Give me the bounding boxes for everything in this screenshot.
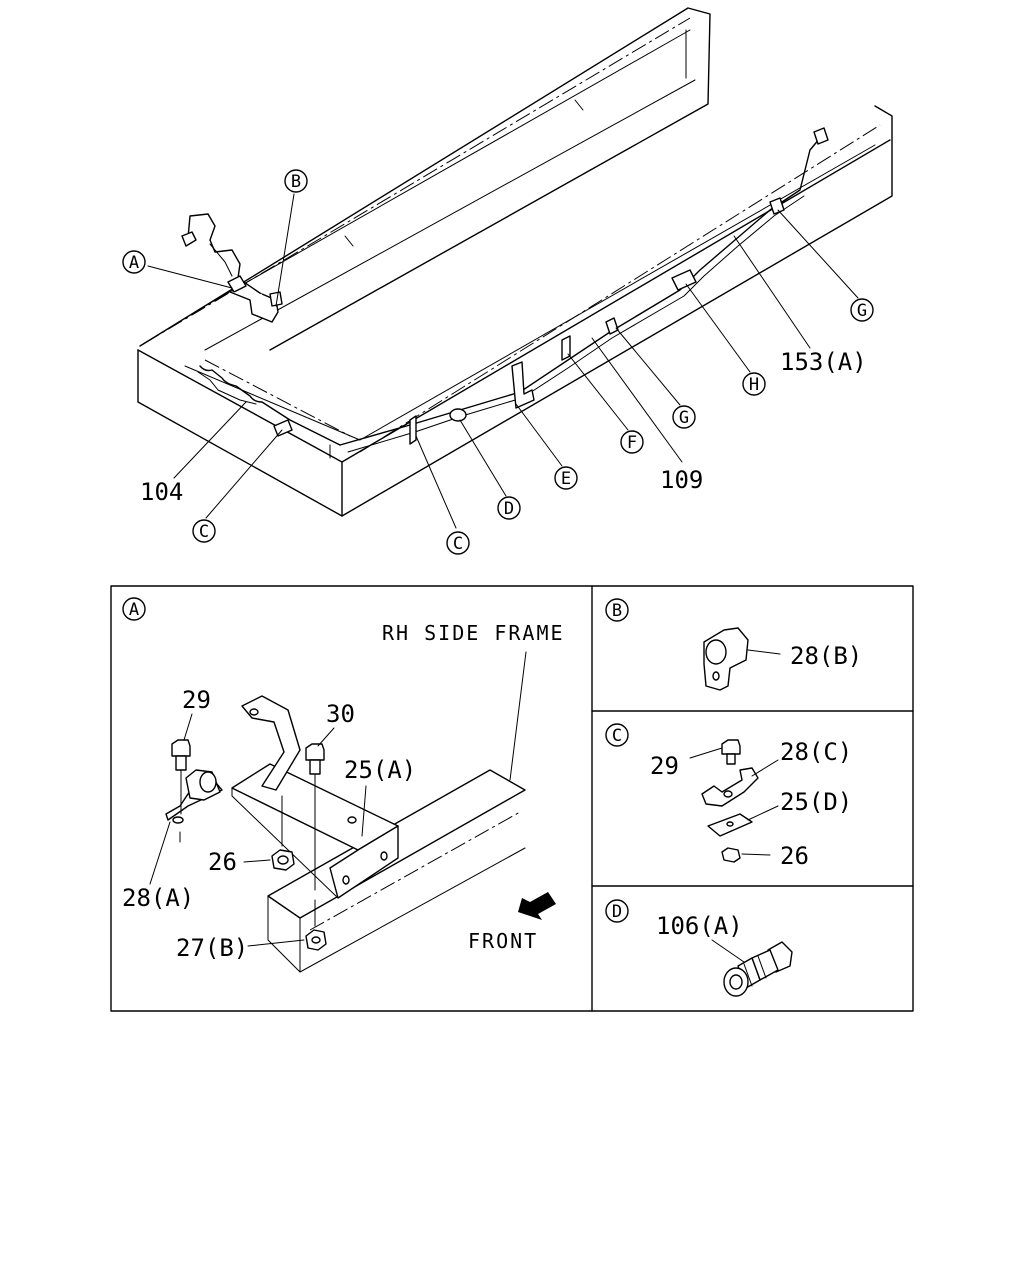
nut-26 — [271, 849, 295, 871]
leader-lines — [147, 193, 859, 529]
detail-c-marker: C — [605, 723, 629, 747]
detail-d: D 106(A) — [605, 899, 793, 997]
clip-28b — [703, 627, 749, 691]
svg-text:C: C — [453, 534, 463, 554]
detail-b-marker: B — [605, 598, 629, 622]
part-25a-label: 25(A) — [344, 756, 416, 784]
svg-text:H: H — [749, 375, 759, 395]
svg-text:F: F — [627, 433, 637, 453]
part-30-label: 30 — [326, 700, 355, 728]
callout-b: B — [284, 169, 308, 193]
callout-c-left: C — [192, 519, 216, 543]
detail-c: C 29 28(C) 25(D) 26 — [605, 723, 852, 870]
svg-text:D: D — [612, 902, 622, 922]
overview-illustration: A B C C D E F G — [122, 7, 893, 555]
part-26-label: 26 — [208, 848, 237, 876]
pipe-a-route — [187, 213, 271, 301]
svg-text:D: D — [504, 499, 514, 519]
pipe-104 — [197, 365, 341, 446]
svg-text:E: E — [561, 469, 571, 489]
callout-c-center: C — [446, 531, 470, 555]
part-29-label: 29 — [182, 686, 211, 714]
callout-h: H — [742, 372, 766, 396]
nut-27b — [305, 929, 327, 951]
nut-26-c — [721, 847, 741, 863]
svg-text:A: A — [129, 600, 139, 620]
svg-text:G: G — [679, 408, 689, 428]
front-arrow-icon — [518, 892, 556, 920]
rh-side-frame-caption: RH SIDE FRAME — [382, 621, 565, 645]
bolt-29 — [171, 739, 191, 815]
part-28b-label: 28(B) — [790, 642, 862, 670]
callout-e: E — [554, 466, 578, 490]
plate-25d — [707, 813, 753, 837]
callout-f: F — [620, 430, 644, 454]
clip-28a — [165, 769, 223, 824]
detail-a: A RH SIDE FRAME — [122, 597, 565, 973]
fitting-106a — [723, 941, 793, 997]
detail-d-marker: D — [605, 899, 629, 923]
detail-panels — [110, 585, 914, 1012]
part-109-label: 109 — [660, 466, 703, 494]
svg-text:G: G — [857, 301, 867, 321]
front-label: FRONT — [468, 929, 538, 953]
part-29-c-label: 29 — [650, 752, 679, 780]
part-106a-label: 106(A) — [656, 912, 743, 940]
bolt-29-c — [721, 739, 741, 765]
detail-b: B 28(B) — [605, 598, 862, 691]
detail-a-marker: A — [122, 597, 146, 621]
svg-text:C: C — [612, 726, 622, 746]
part-27b-label: 27(B) — [176, 934, 248, 962]
side-frame-rail — [179, 769, 526, 973]
part-104-label: 104 — [140, 478, 183, 506]
callout-g-upper: G — [850, 298, 874, 322]
part-26-c-label: 26 — [780, 842, 809, 870]
part-153a-label: 153(A) — [780, 348, 867, 376]
svg-text:B: B — [291, 172, 301, 192]
callout-g-lower: G — [672, 405, 696, 429]
svg-text:C: C — [199, 522, 209, 542]
callout-d: D — [497, 496, 521, 520]
bolt-30 — [305, 743, 325, 891]
svg-text:B: B — [612, 601, 622, 621]
callout-a: A — [122, 250, 146, 274]
clip-28c — [701, 767, 759, 807]
part-28c-label: 28(C) — [780, 738, 852, 766]
pipe-109 — [339, 137, 821, 453]
part-28a-label: 28(A) — [122, 884, 194, 912]
svg-text:A: A — [129, 253, 139, 273]
far-side-rail — [139, 7, 711, 351]
part-25d-label: 25(D) — [780, 788, 852, 816]
pipe-clips — [181, 127, 829, 445]
